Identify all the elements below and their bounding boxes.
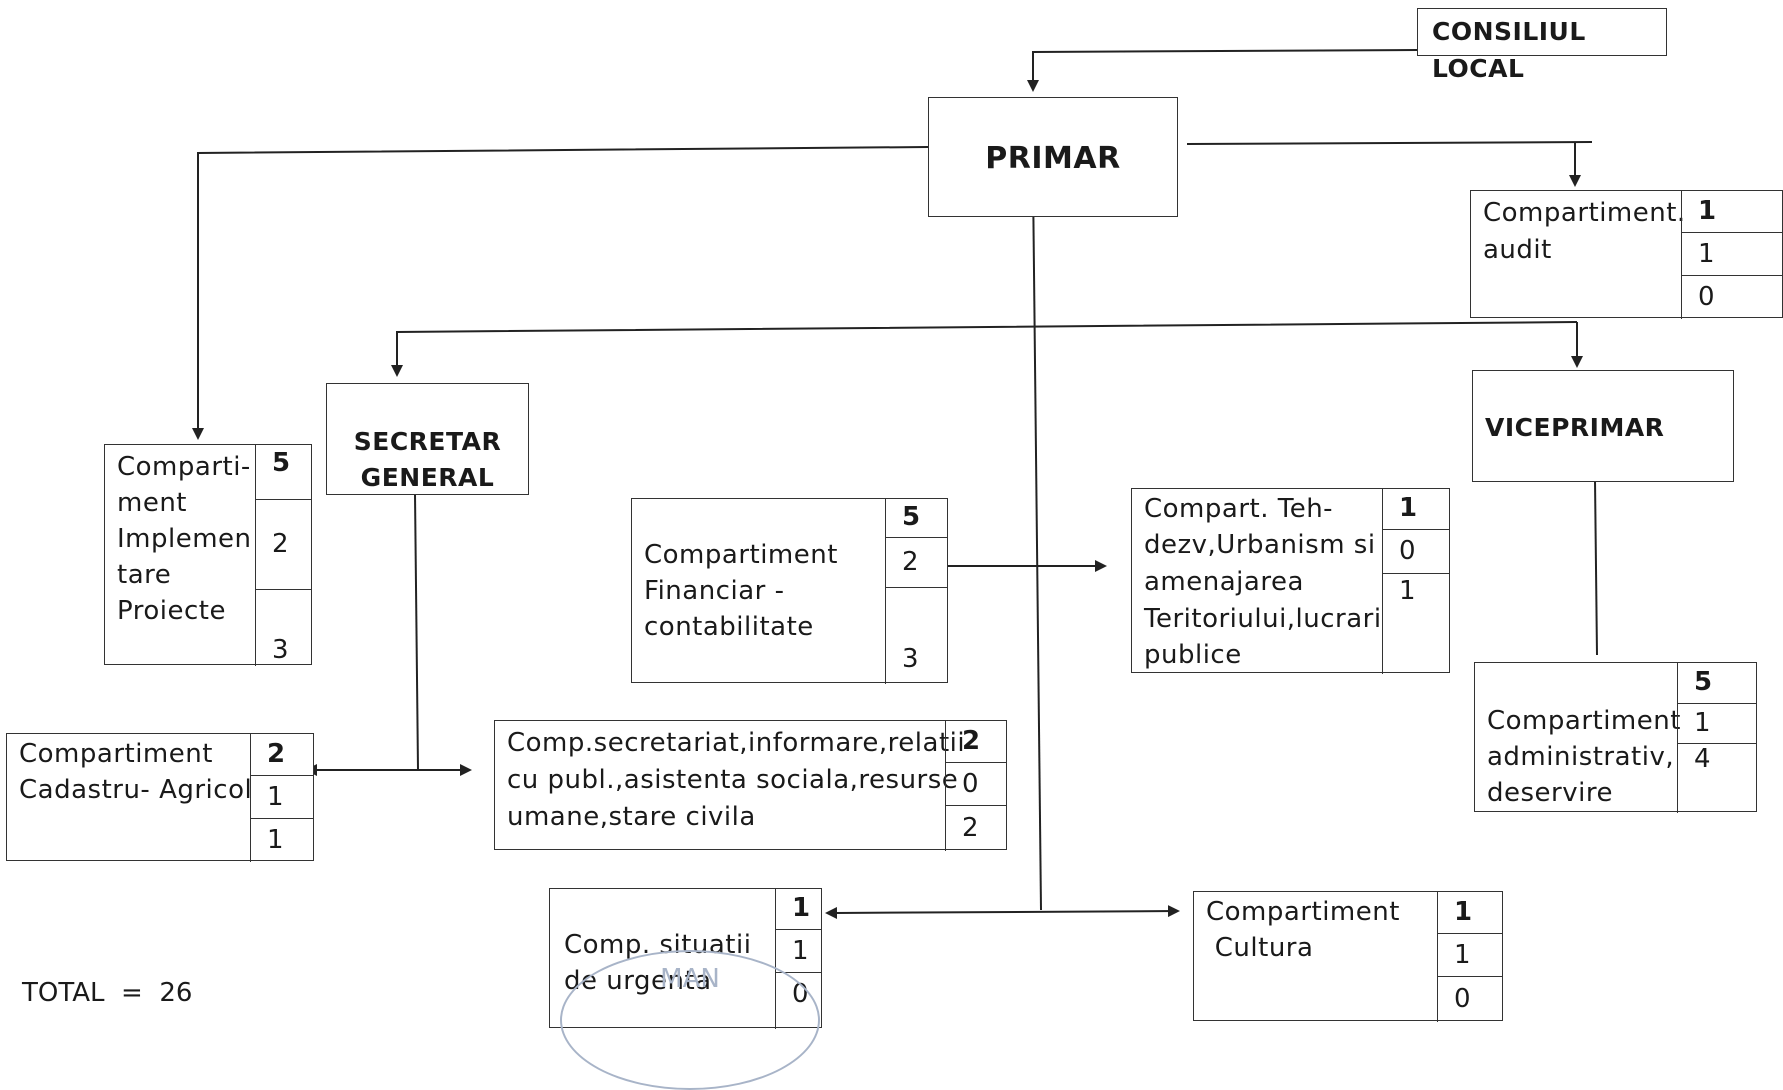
secretar-general-box: SECRETAR GENERAL bbox=[326, 383, 529, 495]
stamp-seal: MAN bbox=[560, 950, 820, 1090]
administrative-numbers: 5 1 4 bbox=[1677, 661, 1756, 813]
projects-line-3: Implemen bbox=[117, 524, 252, 554]
technical-line-5: publice bbox=[1144, 640, 1242, 670]
secretariat-line-3: umane,stare civila bbox=[507, 802, 756, 832]
culture-line-2: Cultura bbox=[1206, 933, 1314, 963]
cadastre-numbers: 2 1 1 bbox=[250, 732, 313, 862]
financial-number-1: 5 bbox=[886, 498, 947, 538]
financial-box: Compartiment Financiar - contabilitate 5… bbox=[631, 497, 948, 684]
secretariat-box: Comp.secretariat,informare,relatii cu pu… bbox=[494, 719, 1007, 851]
technical-line-2: dezv,Urbanism si bbox=[1144, 530, 1376, 560]
administrative-number-3: 4 bbox=[1694, 743, 1711, 774]
culture-number-2: 1 bbox=[1438, 934, 1502, 977]
secretar-general-line2: GENERAL bbox=[360, 463, 495, 492]
financial-line-1: Compartiment bbox=[644, 540, 838, 570]
audit-line-2: audit bbox=[1483, 235, 1552, 265]
secretariat-number-1: 2 bbox=[946, 720, 1006, 763]
financial-line-2: Financiar - bbox=[644, 576, 785, 606]
audit-numbers: 1 1 0 bbox=[1681, 189, 1782, 319]
connector-lines bbox=[192, 49, 1598, 919]
administrative-box: Compartiment administrativ, deservire 5 … bbox=[1474, 661, 1757, 813]
cadastre-number-2: 1 bbox=[251, 776, 313, 819]
projects-numbers: 5 2 3 bbox=[255, 443, 311, 666]
viceprimar-label: VICEPRIMAR bbox=[1485, 413, 1665, 442]
culture-number-1: 1 bbox=[1438, 891, 1502, 934]
primar-box: PRIMAR bbox=[928, 97, 1178, 217]
technical-numbers: 1 0 1 bbox=[1382, 487, 1449, 674]
projects-line-5: Proiecte bbox=[117, 596, 226, 626]
financial-number-2: 2 bbox=[886, 538, 947, 588]
audit-number-3: 0 bbox=[1698, 282, 1715, 312]
technical-line-1: Compart. Teh- bbox=[1144, 494, 1334, 524]
administrative-line-3: deservire bbox=[1487, 778, 1613, 808]
cadastre-number-1: 2 bbox=[251, 733, 313, 776]
consiliul-local-box: CONSILIUL LOCAL bbox=[1417, 8, 1667, 83]
culture-box: Compartiment Cultura 1 1 0 bbox=[1193, 890, 1503, 1022]
cadastre-line-1: Compartiment bbox=[19, 739, 213, 769]
secretariat-line-1: Comp.secretariat,informare,relatii bbox=[507, 728, 966, 758]
projects-box: Comparti- ment Implemen tare Proiecte 5 … bbox=[104, 443, 312, 666]
projects-line-2: ment bbox=[117, 488, 187, 518]
viceprimar-box: VICEPRIMAR bbox=[1472, 370, 1734, 482]
audit-line-1: Compartiment. bbox=[1483, 198, 1686, 228]
cadastre-box: Compartiment Cadastru- Agricol 2 1 1 bbox=[6, 732, 314, 862]
secretariat-numbers: 2 0 2 bbox=[945, 719, 1006, 851]
technical-number-3: 1 bbox=[1399, 575, 1416, 606]
culture-line-1: Compartiment bbox=[1206, 897, 1400, 927]
audit-box: Compartiment. audit 1 1 0 bbox=[1470, 189, 1783, 319]
financial-line-3: contabilitate bbox=[644, 612, 814, 642]
administrative-line-1: Compartiment bbox=[1487, 706, 1681, 736]
projects-line-1: Comparti- bbox=[117, 452, 251, 482]
technical-number-1: 1 bbox=[1383, 488, 1449, 530]
projects-number-1: 5 bbox=[256, 444, 311, 500]
financial-numbers: 5 2 3 bbox=[885, 497, 947, 684]
audit-number-1: 1 bbox=[1682, 190, 1782, 233]
cadastre-number-3: 1 bbox=[267, 825, 284, 855]
administrative-number-1: 5 bbox=[1678, 662, 1756, 704]
projects-number-2: 2 bbox=[256, 500, 311, 590]
financial-number-3: 3 bbox=[902, 643, 919, 674]
secretar-general-line1: SECRETAR bbox=[353, 427, 502, 456]
consiliul-local-label: CONSILIUL LOCAL bbox=[1432, 17, 1586, 83]
audit-number-2: 1 bbox=[1682, 233, 1782, 276]
technical-box: Compart. Teh- dezv,Urbanism si amenajare… bbox=[1131, 487, 1450, 674]
technical-number-2: 0 bbox=[1383, 530, 1449, 574]
culture-number-3: 0 bbox=[1454, 983, 1471, 1014]
administrative-number-2: 1 bbox=[1678, 704, 1756, 744]
projects-line-4: tare bbox=[117, 560, 172, 590]
technical-line-3: amenajarea bbox=[1144, 567, 1304, 597]
emergency-number-2: 1 bbox=[776, 930, 821, 973]
secretariat-line-2: cu publ.,asistenta sociala,resurse bbox=[507, 765, 959, 795]
total-label: TOTAL = 26 bbox=[22, 978, 193, 1008]
secretariat-number-2: 0 bbox=[946, 763, 1006, 806]
culture-numbers: 1 1 0 bbox=[1437, 890, 1502, 1022]
projects-number-3: 3 bbox=[272, 634, 289, 665]
emergency-number-1: 1 bbox=[776, 888, 821, 930]
secretariat-number-3: 2 bbox=[962, 812, 979, 843]
cadastre-line-2: Cadastru- Agricol bbox=[19, 775, 253, 805]
technical-line-4: Teritoriului,lucrari bbox=[1144, 604, 1382, 634]
primar-label: PRIMAR bbox=[985, 141, 1121, 176]
administrative-line-2: administrativ, bbox=[1487, 742, 1675, 772]
